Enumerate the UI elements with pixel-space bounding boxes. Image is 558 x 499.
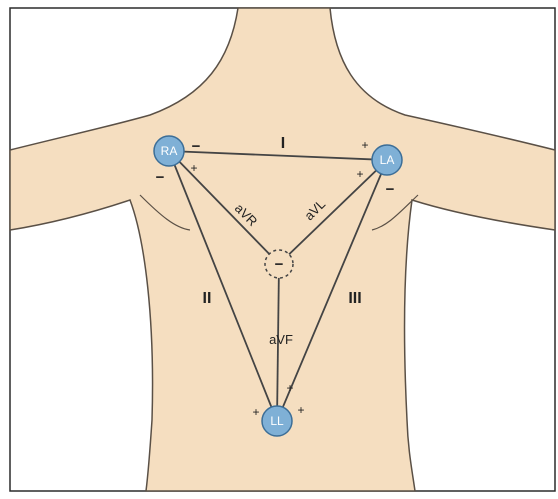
electrode-ll: LL xyxy=(262,406,292,436)
electrode-la-label: LA xyxy=(380,153,395,167)
electrode-la: LA xyxy=(372,145,402,175)
lead-iii-label: III xyxy=(348,290,361,307)
ll-lead-iii-sign: + xyxy=(297,403,304,417)
electrode-ra: RA xyxy=(154,136,184,166)
la-lead-i-sign: + xyxy=(361,138,368,152)
electrode-ll-label: LL xyxy=(270,414,284,428)
central-terminal-sign: − xyxy=(275,256,284,273)
la-avl-sign: + xyxy=(356,167,363,181)
ra-avr-sign: + xyxy=(190,161,197,175)
lead-i-label: I xyxy=(281,135,285,152)
lead-ii-label: II xyxy=(203,290,212,307)
electrode-ra-label: RA xyxy=(161,144,178,158)
ra-lead-i-sign: − xyxy=(192,138,201,155)
la-lead-iii-sign: − xyxy=(386,181,395,198)
ra-lead-ii-sign: − xyxy=(156,169,165,186)
ll-lead-ii-sign: + xyxy=(252,405,259,419)
ll-avf-sign: + xyxy=(286,381,293,395)
avf-label: aVF xyxy=(269,332,293,347)
